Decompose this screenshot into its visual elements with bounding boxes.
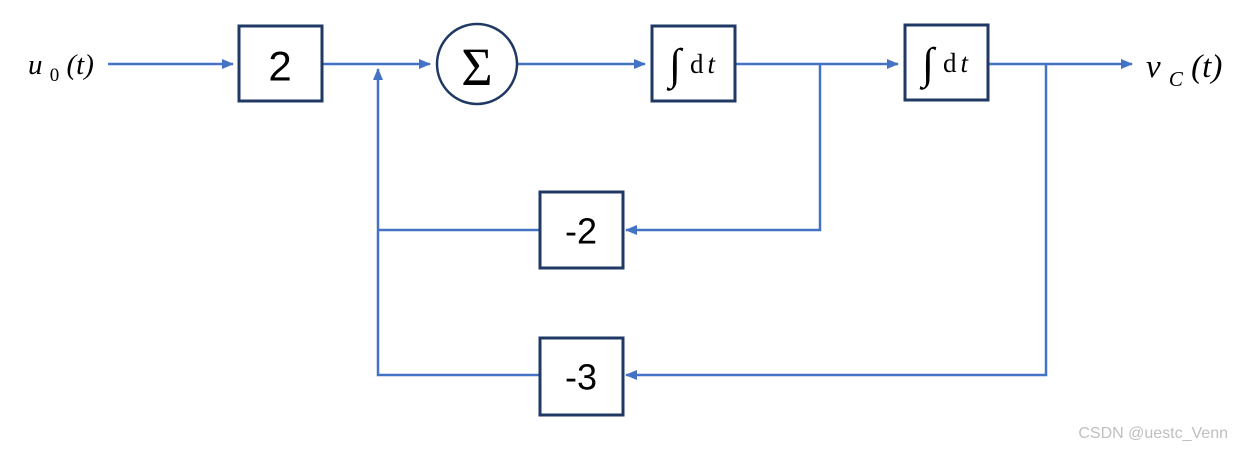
- feedback2-label: -3: [565, 357, 597, 398]
- feedback2-block: -3: [538, 336, 625, 417]
- feedback1-block: -2: [538, 190, 625, 270]
- integrator2-block: ∫ d t: [903, 23, 990, 102]
- feedback1-tap-wire: [625, 64, 822, 235]
- input-label-subscript: 0: [50, 65, 60, 86]
- feedback2-box: [538, 336, 625, 417]
- sum-junction-circle: [435, 22, 519, 106]
- gain-block-label: 2: [268, 43, 291, 90]
- feedback1-box: [538, 190, 625, 270]
- integrator1-block: ∫ d t: [650, 24, 737, 103]
- integral-sign: ∫: [666, 40, 684, 91]
- output-label-subscript: C: [1169, 67, 1184, 91]
- integrator1-label: ∫ d t: [666, 40, 717, 91]
- sum-junction: Σ: [435, 22, 519, 106]
- sum-junction-label: Σ: [461, 37, 492, 97]
- output-signal-label: v C (t): [1146, 49, 1222, 94]
- gain-block-box: [237, 24, 324, 103]
- gain-block: 2: [237, 24, 324, 103]
- feedback1-label: -2: [565, 211, 597, 252]
- integrator2-box: [903, 23, 990, 102]
- integral-sign: ∫: [919, 39, 937, 90]
- integrator1-box: [650, 24, 737, 103]
- watermark-text: CSDN @uestc_Venn: [1078, 425, 1228, 442]
- feedback2-tap-wire: [625, 64, 1048, 380]
- feedback-riser-wire: [373, 68, 540, 377]
- input-signal-label: u 0 (t): [28, 49, 94, 88]
- integrator2-label: ∫ d t: [919, 39, 970, 90]
